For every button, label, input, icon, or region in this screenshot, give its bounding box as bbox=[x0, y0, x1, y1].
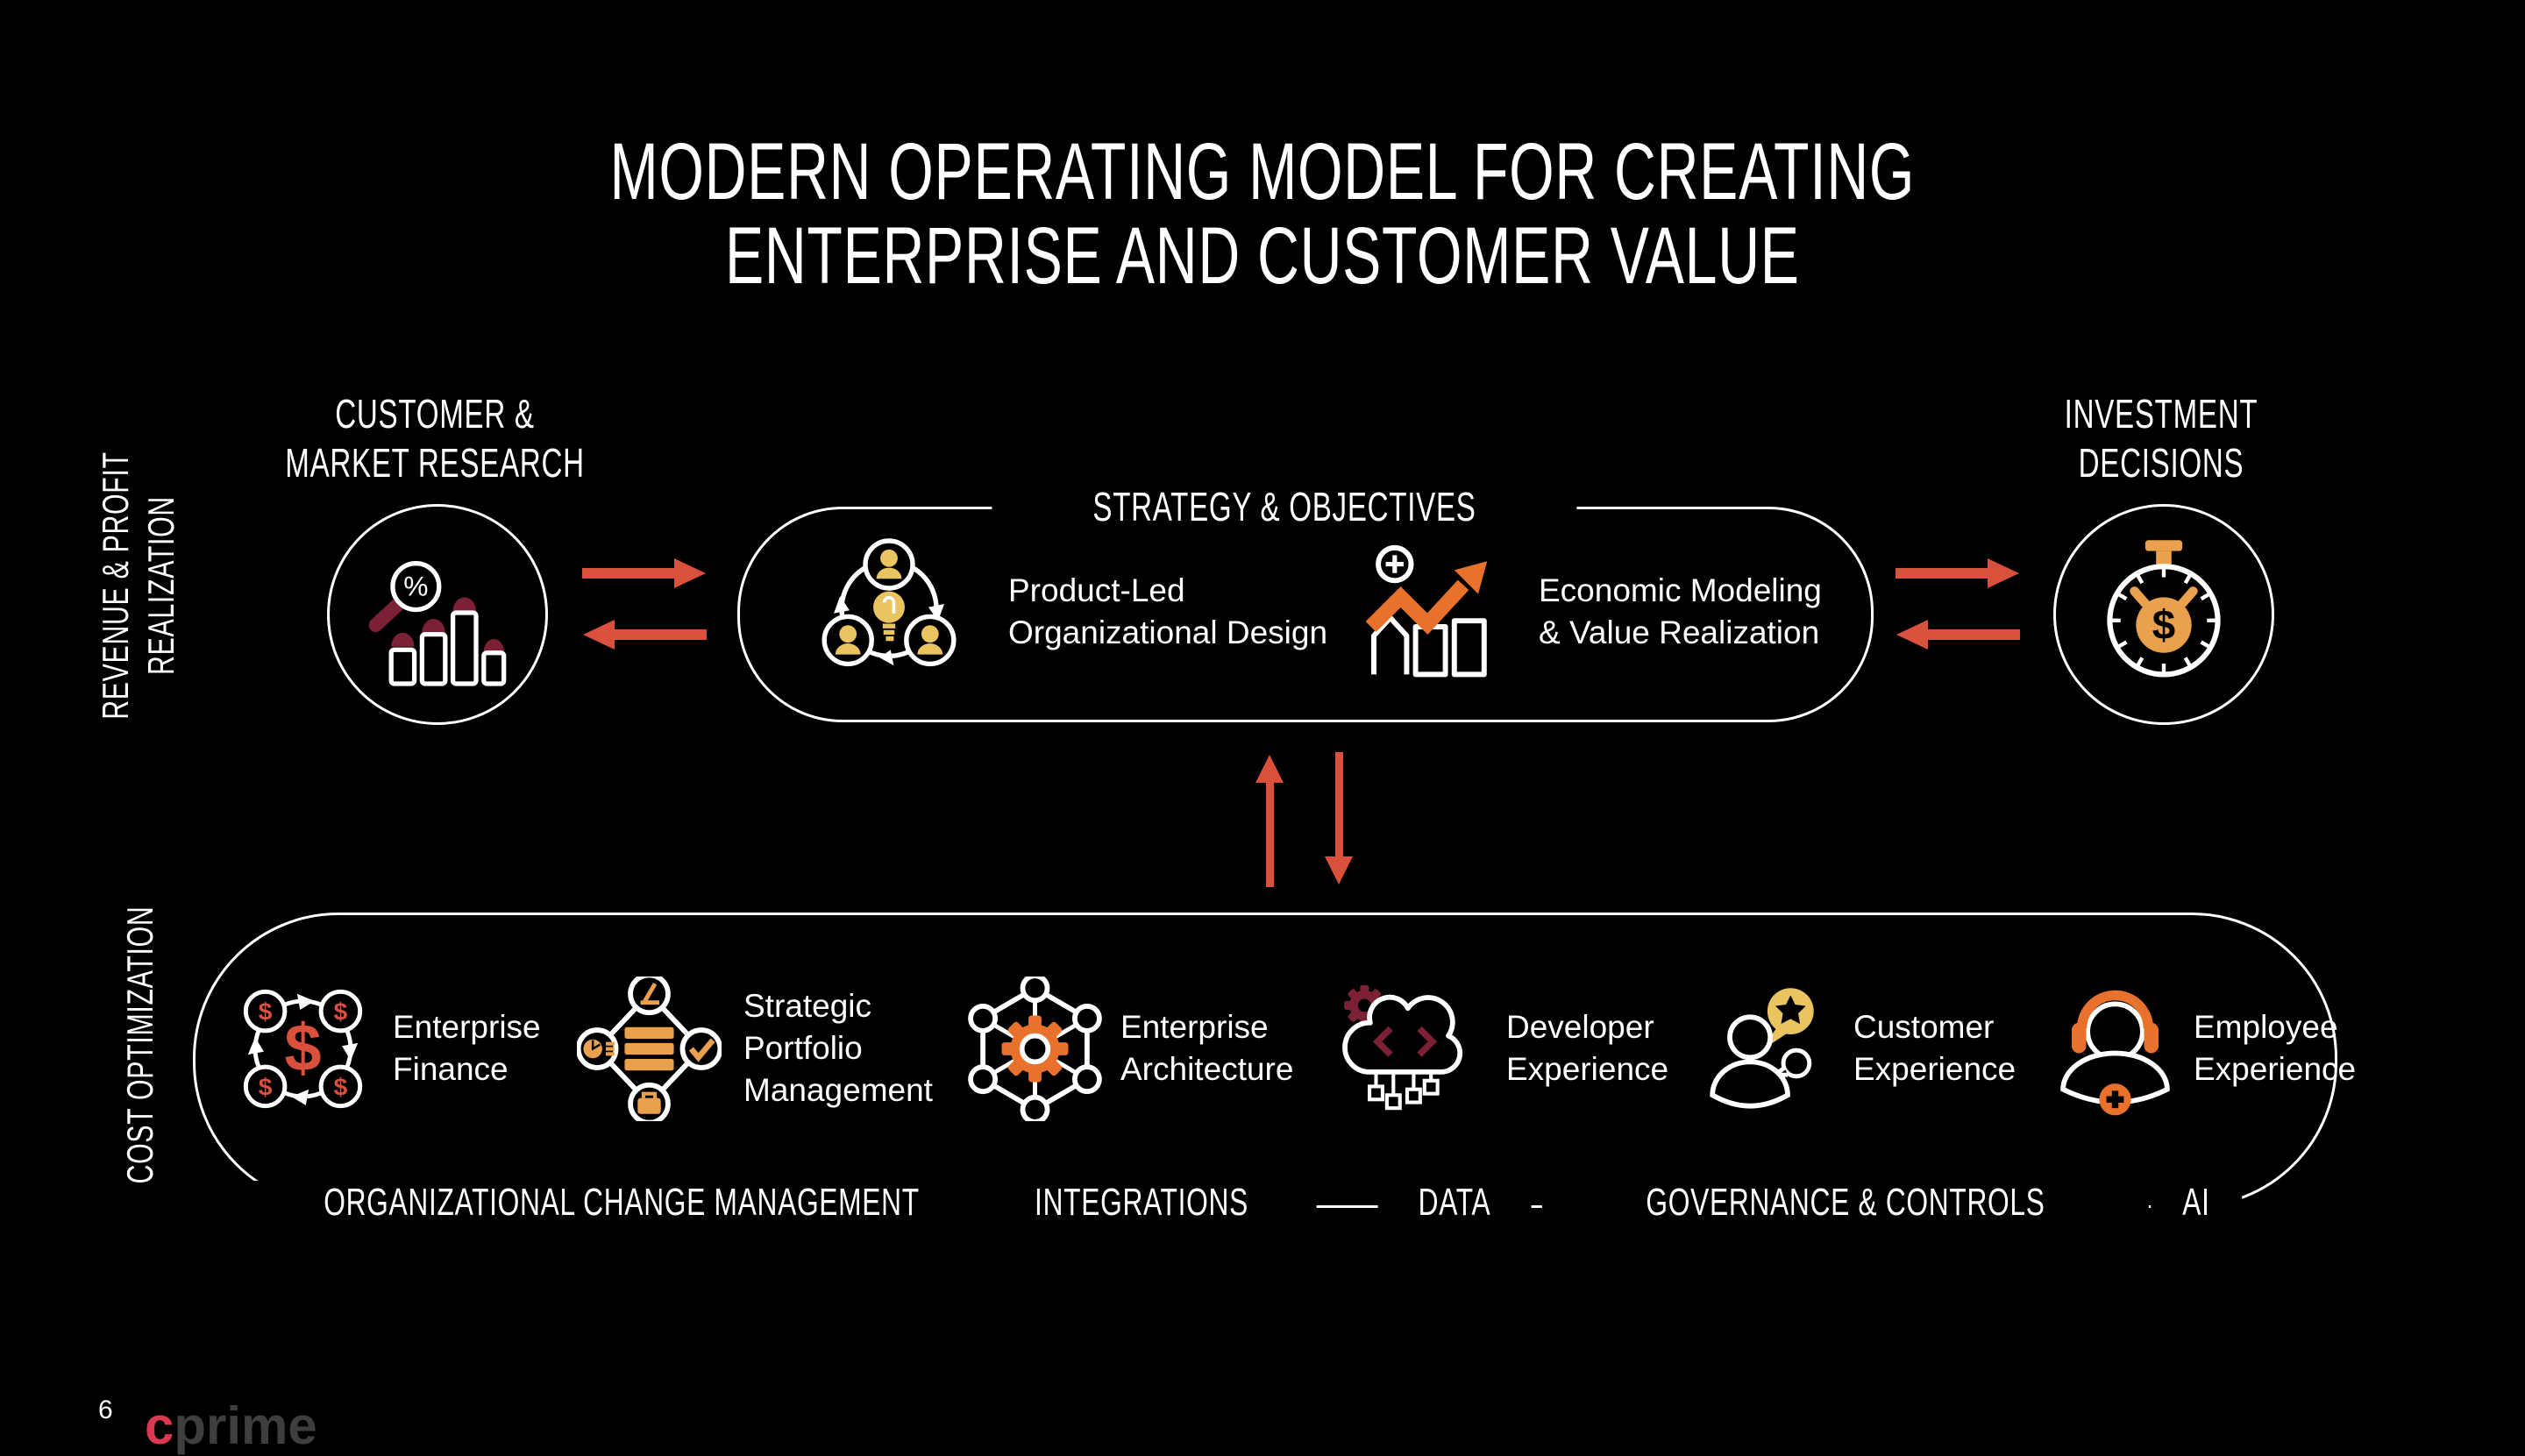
svg-text:$: $ bbox=[259, 998, 273, 1026]
item-line: Strategic bbox=[743, 988, 872, 1024]
footer-label-text: AI bbox=[2182, 1181, 2210, 1224]
title-line-2: ENTERPRISE AND CUSTOMER VALUE bbox=[725, 211, 1800, 301]
arrow-research-to-strategy bbox=[582, 558, 706, 588]
title-line-1: MODERN OPERATING MODEL FOR CREATING bbox=[609, 127, 1916, 217]
item-line: Architecture bbox=[1120, 1051, 1294, 1087]
item-line: Employee bbox=[2194, 1009, 2338, 1045]
arrow-strategy-to-research bbox=[583, 620, 707, 650]
side-label-cost-optimization: COST OPTIMIZATION bbox=[117, 852, 163, 1238]
strategy-item-1-line1: Product-Led bbox=[1008, 572, 1185, 608]
bottom-item-3-text: Enterprise Architecture bbox=[1120, 1006, 1293, 1090]
strategy-item-2-text: Economic Modeling & Value Realization bbox=[1539, 570, 1822, 654]
arrow-strategy-to-investment bbox=[1896, 558, 2019, 588]
cprime-logo: cprime bbox=[145, 1396, 317, 1456]
strategy-item-1-text: Product-Led Organizational Design bbox=[1008, 570, 1327, 654]
finance-cycle-icon: $ $ $ $ $ bbox=[243, 989, 363, 1109]
research-label-line1: CUSTOMER & bbox=[335, 391, 535, 437]
developer-cloud-icon bbox=[1342, 984, 1463, 1111]
research-circle: % bbox=[327, 504, 548, 725]
employee-headset-icon bbox=[2060, 990, 2170, 1116]
item-line: Management bbox=[743, 1072, 933, 1108]
side-label-line: REVENUE & PROFIT bbox=[95, 451, 136, 720]
bottom-item-4-text: Developer Experience bbox=[1506, 1006, 1668, 1090]
cost-optimization-box bbox=[193, 913, 2337, 1208]
side-label-revenue-profit: REVENUE & PROFIT REALIZATION bbox=[93, 400, 184, 771]
item-line: Enterprise bbox=[393, 1009, 541, 1045]
side-label-line: COST OPTIMIZATION bbox=[119, 906, 160, 1184]
item-line: Experience bbox=[1853, 1051, 2016, 1087]
market-research-icon: % bbox=[368, 561, 507, 686]
team-cycle-icon bbox=[822, 538, 957, 667]
research-label-line2: MARKET RESEARCH bbox=[285, 440, 585, 486]
footer-label-governance: GOVERNANCE & CONTROLS bbox=[1541, 1181, 2150, 1225]
svg-text:$: $ bbox=[284, 1011, 321, 1085]
footer-label-text: GOVERNANCE & CONTROLS bbox=[1646, 1181, 2045, 1224]
footer-label-text: INTEGRATIONS bbox=[1035, 1181, 1248, 1224]
item-line: Enterprise bbox=[1120, 1009, 1269, 1045]
arrow-investment-to-strategy bbox=[1896, 620, 2020, 650]
item-line: Experience bbox=[2194, 1051, 2357, 1087]
bottom-item-2-text: Strategic Portfolio Management bbox=[743, 985, 933, 1112]
bottom-item-1-text: Enterprise Finance bbox=[393, 1006, 541, 1090]
footer-label-integrations: INTEGRATIONS bbox=[966, 1181, 1317, 1225]
economic-modeling-icon bbox=[1365, 544, 1488, 678]
svg-text:$: $ bbox=[2152, 602, 2175, 649]
investment-circle: $ bbox=[2053, 504, 2274, 725]
logo-rest: prime bbox=[174, 1396, 317, 1455]
footer-label-text: ORGANIZATIONAL CHANGE MANAGEMENT bbox=[324, 1181, 920, 1224]
svg-text:%: % bbox=[403, 571, 428, 602]
bottom-item-5-text: Customer Experience bbox=[1853, 1006, 2016, 1090]
logo-letter-c: c bbox=[145, 1396, 174, 1455]
customer-bubble-icon bbox=[1710, 988, 1814, 1109]
item-line: Developer bbox=[1506, 1009, 1654, 1045]
research-label: CUSTOMER & MARKET RESEARCH bbox=[227, 389, 643, 487]
strategy-item-1-line2: Organizational Design bbox=[1008, 614, 1328, 650]
portfolio-diamond-icon bbox=[577, 977, 722, 1121]
footer-label-ai: AI bbox=[2151, 1181, 2242, 1225]
arrow-strategy-to-bottom bbox=[1325, 752, 1353, 884]
strategy-item-2-line2: & Value Realization bbox=[1539, 614, 1820, 650]
investment-label-line2: DECISIONS bbox=[2078, 440, 2244, 486]
architecture-hex-icon bbox=[968, 977, 1102, 1121]
stopwatch-icon: $ bbox=[2107, 540, 2221, 678]
svg-text:$: $ bbox=[259, 1073, 273, 1100]
slide-title: MODERN OPERATING MODEL FOR CREATING ENTE… bbox=[0, 130, 2525, 298]
footer-label-text: DATA bbox=[1418, 1181, 1491, 1224]
item-line: Finance bbox=[393, 1051, 509, 1087]
strategy-item-2-line1: Economic Modeling bbox=[1539, 572, 1822, 608]
item-line: Portfolio bbox=[743, 1030, 863, 1066]
svg-text:$: $ bbox=[334, 1073, 348, 1100]
svg-text:$: $ bbox=[334, 998, 348, 1026]
investment-label: INVESTMENT DECISIONS bbox=[2027, 389, 2295, 487]
arrow-bottom-to-strategy bbox=[1255, 755, 1284, 887]
item-line: Customer bbox=[1853, 1009, 1995, 1045]
item-line: Experience bbox=[1506, 1051, 1669, 1087]
side-label-line: REALIZATION bbox=[140, 496, 181, 675]
strategy-box-title: STRATEGY & OBJECTIVES bbox=[992, 483, 1577, 530]
strategy-box-title-text: STRATEGY & OBJECTIVES bbox=[1092, 484, 1476, 529]
footer-label-ocm: ORGANIZATIONAL CHANGE MANAGEMENT bbox=[181, 1181, 1062, 1225]
bottom-item-6-text: Employee Experience bbox=[2194, 1006, 2356, 1090]
investment-label-line1: INVESTMENT bbox=[2064, 391, 2258, 437]
page-number: 6 bbox=[98, 1396, 113, 1424]
footer-label-data: DATA bbox=[1377, 1181, 1532, 1225]
